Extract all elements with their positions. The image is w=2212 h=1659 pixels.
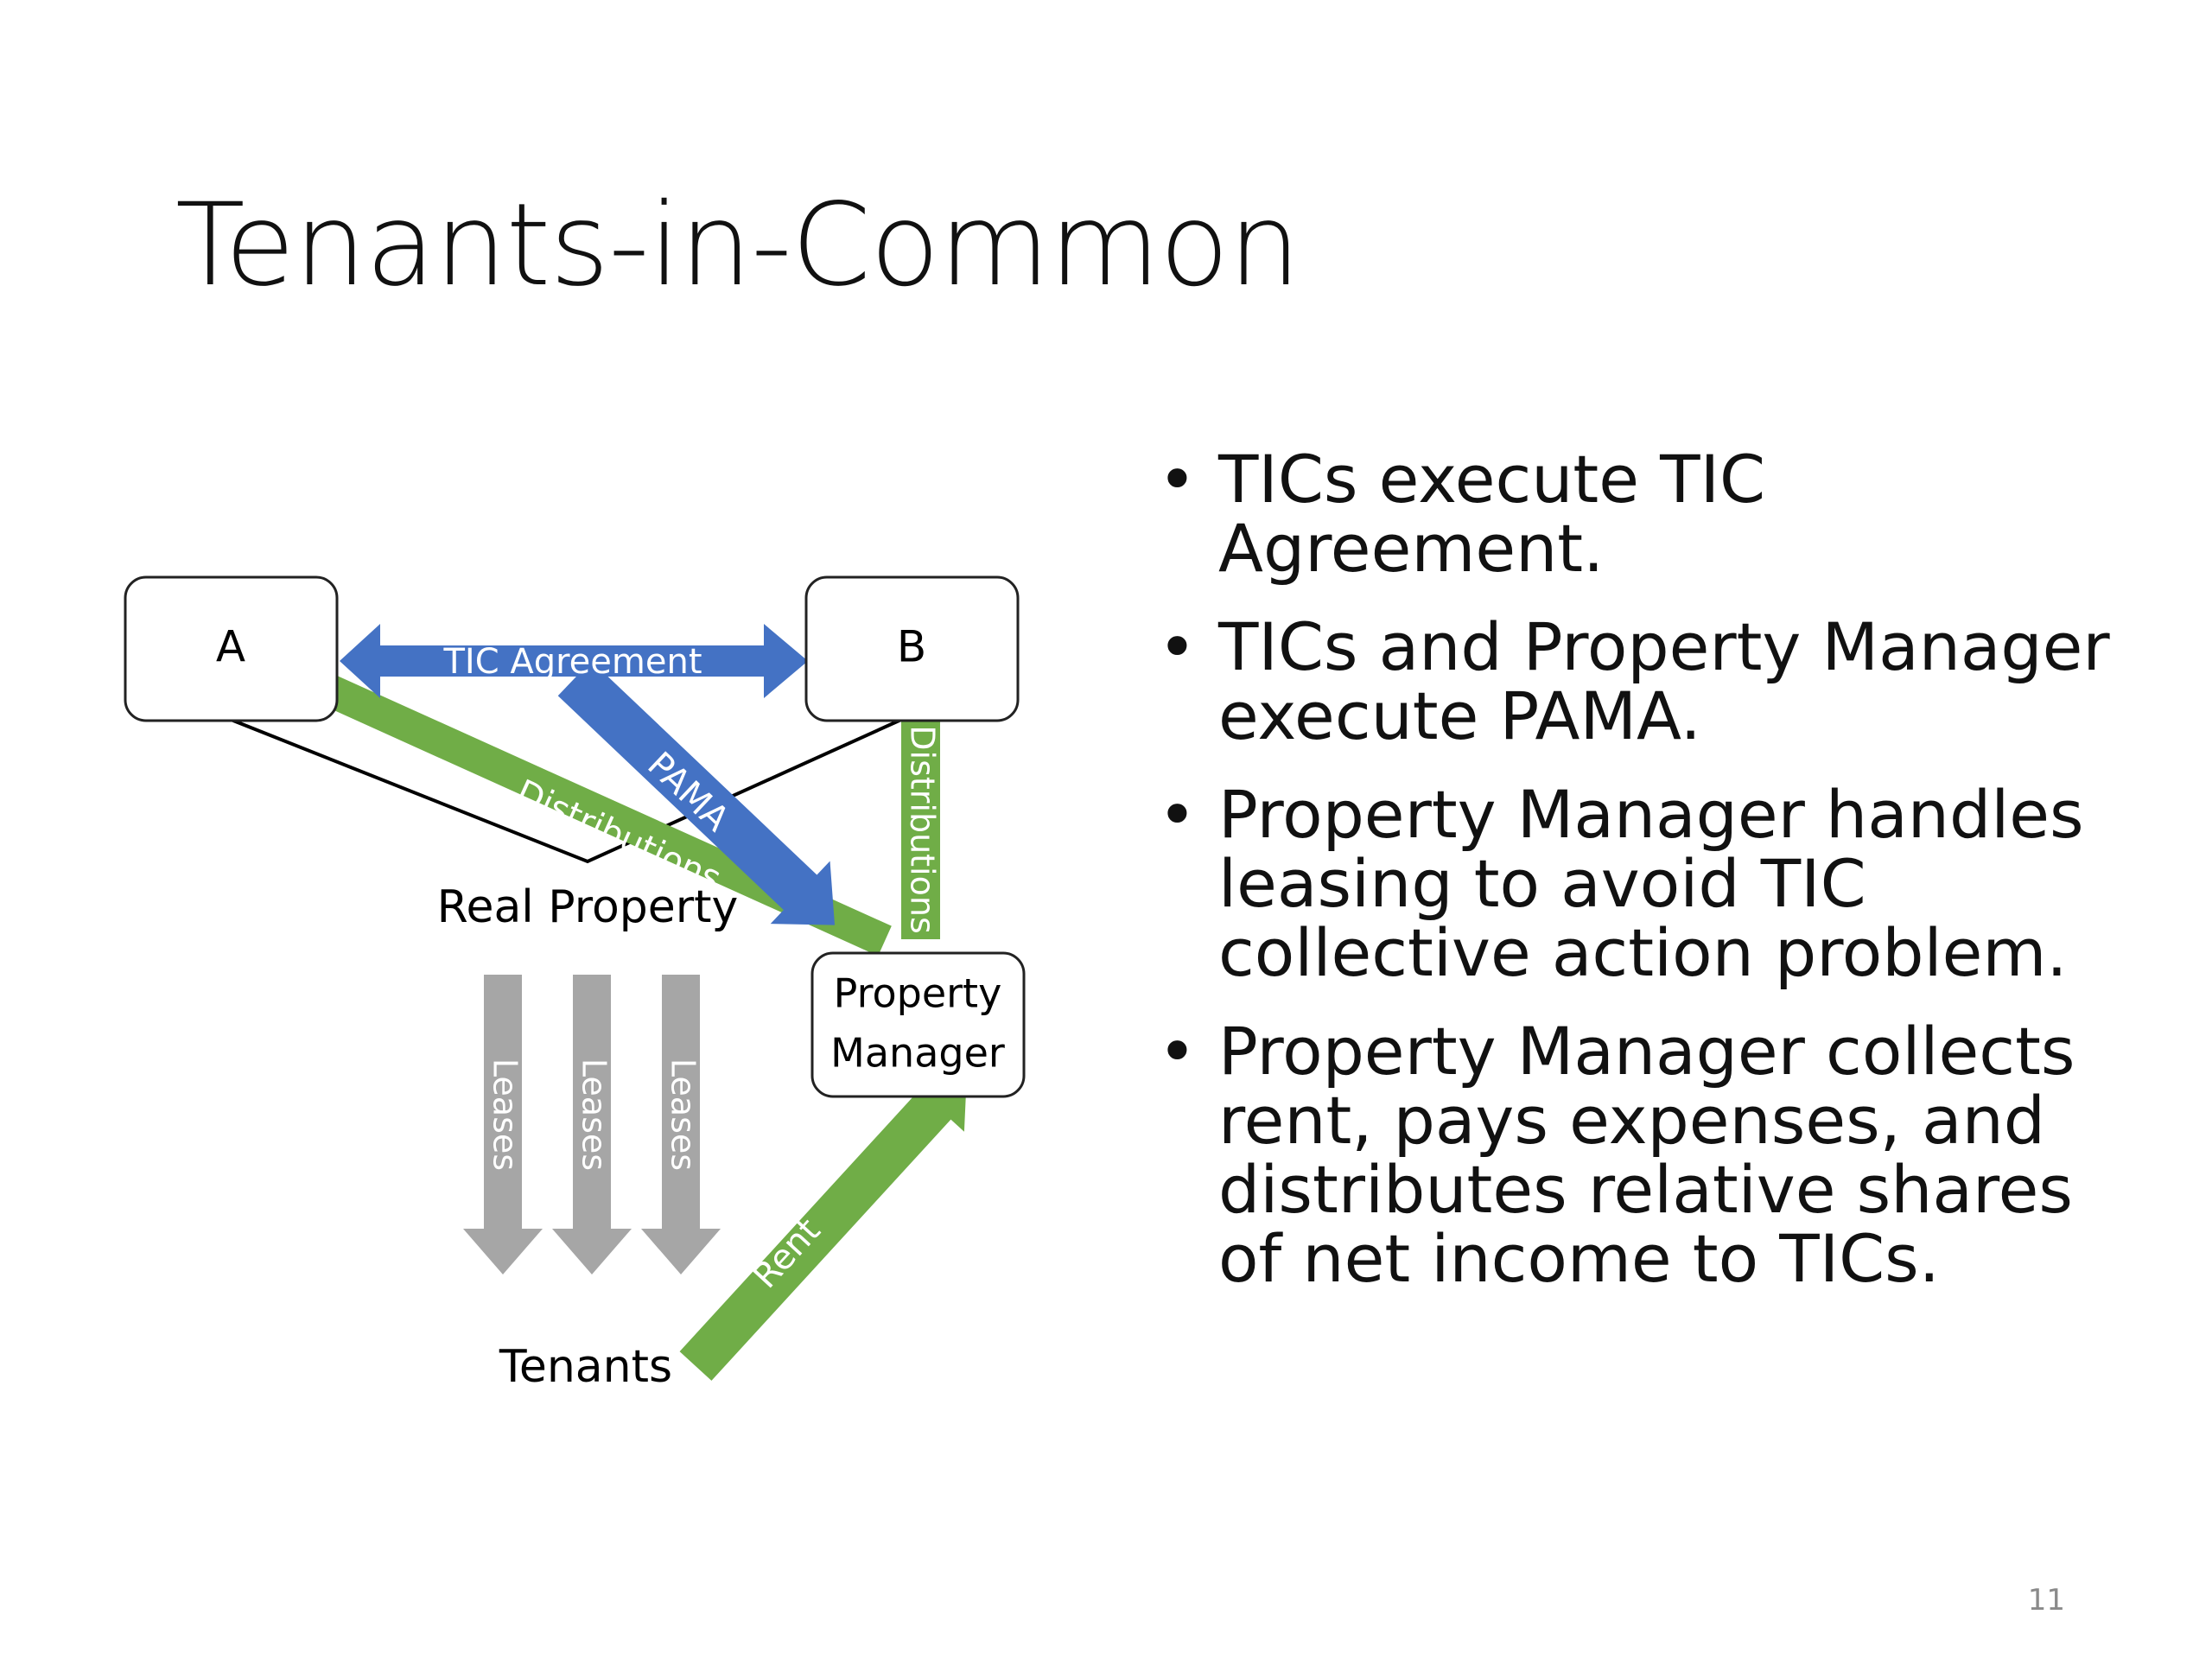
distributions-to-b-label: Distributions [904,725,942,934]
leases-arrow-1: Leases [463,975,543,1274]
node-b: B [804,575,1020,722]
tic-agreement-label: TIC Agreement [442,642,702,682]
real-property-label: Real Property [437,881,739,933]
leases-arrow-2: Leases [552,975,632,1274]
node-property-manager: Property Manager [810,951,1026,1098]
node-b-label: B [897,622,926,672]
bullet-item: TICs execute TIC Agreement. [1158,445,2126,583]
bullet-item: Property Manager handles leasing to avoi… [1158,780,2126,988]
pama-arrow [557,660,836,925]
leases-arrow-3: Leases [641,975,721,1274]
node-a: A [124,575,339,722]
rent-arrow [679,1070,968,1381]
bullet-item: Property Manager collects rent, pays exp… [1158,1017,2126,1294]
bullet-item: TICs and Property Manager execute PAMA. [1158,613,2126,751]
property-manager-label-line2: Manager [830,1030,1005,1077]
leases-label-2: Leases [575,1058,613,1171]
node-a-label: A [216,622,245,672]
distributions-to-b-arrow [881,677,960,939]
bullet-list: TICs execute TIC Agreement. TICs and Pro… [1158,445,2126,1323]
leases-label-3: Leases [664,1058,702,1171]
slide-title: Tenants-in-Common [175,179,1300,312]
real-property-connector [228,717,904,864]
leases-label-1: Leases [486,1058,524,1171]
distributions-to-a-arrow [219,628,892,957]
property-manager-label-line1: Property [834,970,1002,1017]
tic-agreement-arrow [340,624,808,698]
page-number: 11 [2027,1583,2065,1618]
tenants-label: Tenants [499,1341,672,1393]
